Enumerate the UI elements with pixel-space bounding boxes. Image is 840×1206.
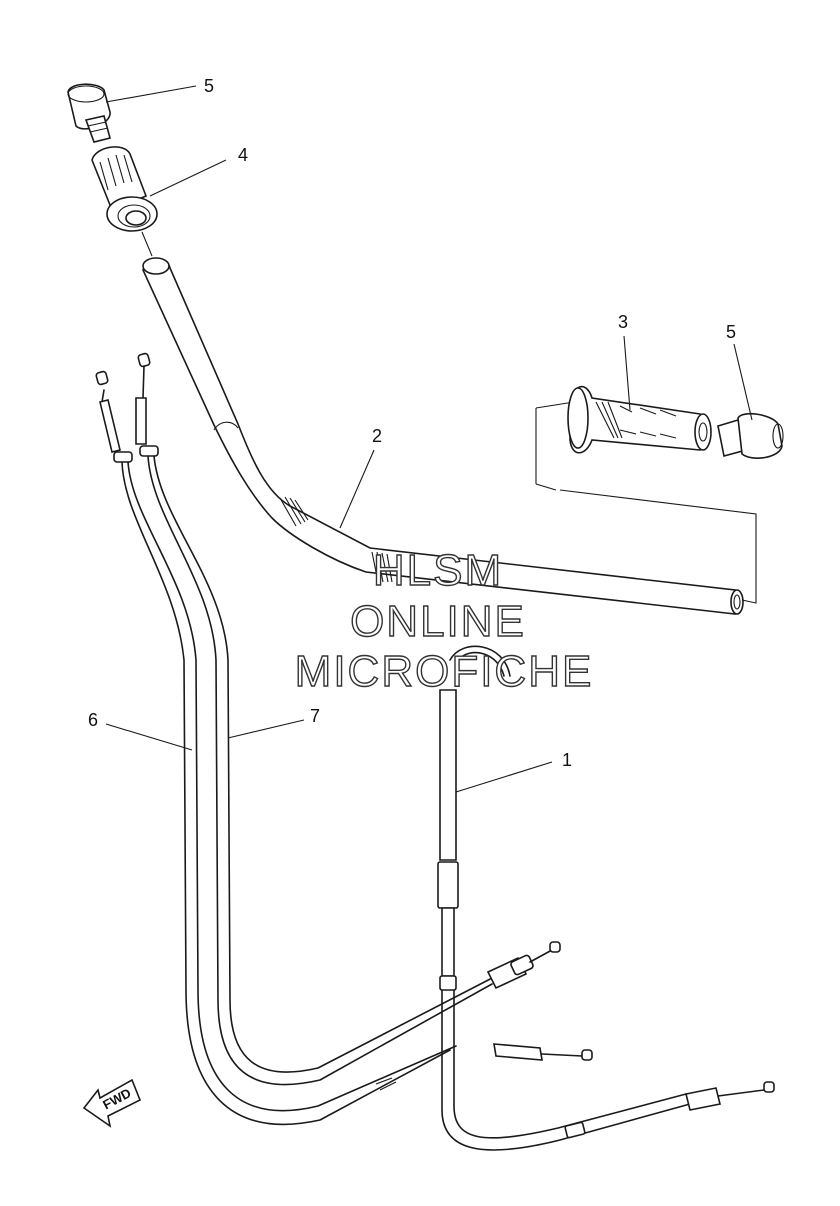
watermark-line-1: HLSM bbox=[373, 546, 503, 595]
watermark: HLSM ONLINE MICROFICHE bbox=[294, 545, 594, 696]
handlebar[interactable] bbox=[142, 257, 744, 615]
leader-lines bbox=[105, 85, 753, 793]
left-grip-assembly[interactable] bbox=[67, 83, 158, 257]
label-2: 2 bbox=[372, 426, 382, 446]
right-grip-assembly[interactable] bbox=[535, 385, 784, 604]
label-3: 3 bbox=[618, 312, 628, 332]
label-6: 6 bbox=[88, 710, 98, 730]
label-5-top: 5 bbox=[204, 76, 214, 96]
watermark-line-2: ONLINE bbox=[350, 597, 526, 646]
cable-left-pair[interactable] bbox=[95, 352, 593, 1125]
left-grip bbox=[569, 385, 710, 454]
part-labels: 1 2 3 4 5 5 6 7 bbox=[88, 76, 736, 770]
throttle-grip bbox=[91, 146, 148, 212]
label-5-right: 5 bbox=[726, 322, 736, 342]
label-4: 4 bbox=[238, 145, 248, 165]
watermark-line-3: MICROFICHE bbox=[295, 647, 594, 696]
fwd-arrow: FWD bbox=[82, 1078, 142, 1128]
label-7: 7 bbox=[310, 706, 320, 726]
label-1: 1 bbox=[562, 750, 572, 770]
grip-end-right bbox=[737, 412, 783, 459]
cable-1[interactable] bbox=[437, 645, 775, 1151]
